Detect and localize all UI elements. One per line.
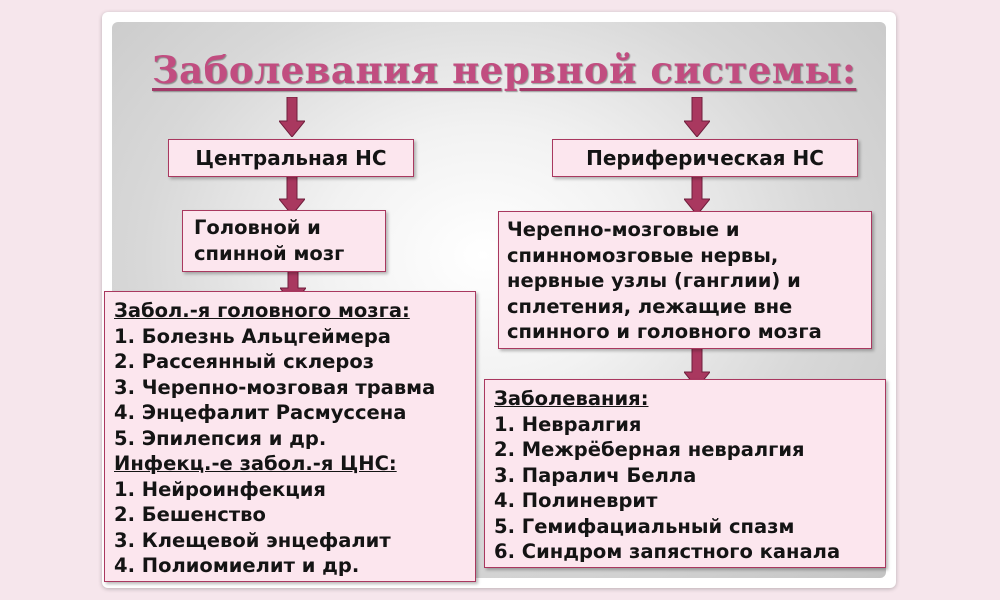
central-diseases-box: Забол.-я головного мозга: 1. Болезнь Аль… — [104, 291, 476, 582]
brain-disease-item: 5. Эпилепсия и др. — [114, 426, 327, 450]
peripheral-disease-item: 5. Гемифациальный спазм — [494, 514, 795, 538]
peripheral-disease-item: 6. Синдром запястного канала — [494, 540, 841, 563]
infectious-disease-item: 3. Клещевой энцефалит — [114, 528, 391, 552]
arrow-peripheral-to-structures — [684, 175, 710, 215]
infectious-disease-item: 4. Полиомиелит и др. — [114, 554, 360, 577]
brain-disease-item: 4. Энцефалит Расмуссена — [114, 401, 407, 424]
peripheral-ns-box: Периферическая НС — [552, 139, 858, 177]
arrow-central-to-structures — [279, 175, 305, 215]
peripheral-diseases-box: Заболевания: 1. Невралгия 2. Межрёберная… — [484, 379, 886, 568]
peripheral-disease-item: 2. Межрёберная невралгия — [494, 438, 805, 461]
diagram-title: Заболевания нервной системы: — [152, 48, 857, 92]
central-structures-line: Головной и — [194, 216, 321, 239]
peripheral-ns-label: Периферическая НС — [586, 146, 824, 170]
brain-disease-item: 2. Рассеянный склероз — [114, 350, 375, 373]
peripheral-diseases-header: Заболевания: — [494, 387, 649, 410]
peripheral-structures-line: Черепно-мозговые и — [507, 218, 740, 241]
infectious-diseases-header: Инфекц.-е забол.-я ЦНС: — [114, 452, 397, 475]
peripheral-structures-line: нервные узлы (ганглии) и — [507, 269, 801, 292]
peripheral-structures-line: спинномозговые нервы, — [507, 243, 779, 267]
brain-disease-item: 3. Черепно-мозговая травма — [114, 375, 436, 399]
infectious-disease-item: 1. Нейроинфекция — [114, 477, 326, 501]
peripheral-disease-item: 4. Полиневрит — [494, 489, 658, 512]
central-ns-box: Центральная НС — [168, 139, 414, 177]
brain-disease-item: 1. Болезнь Альцгеймера — [114, 324, 391, 348]
brain-diseases-header: Забол.-я головного мозга: — [114, 299, 410, 322]
central-structures-box: Головной и спинной мозг — [182, 210, 386, 272]
peripheral-disease-item: 1. Невралгия — [494, 412, 642, 436]
peripheral-structures-line: спинного и головного мозга — [507, 320, 822, 343]
peripheral-disease-item: 3. Паралич Белла — [494, 463, 697, 487]
peripheral-structures-box: Черепно-мозговые и спинномозговые нервы,… — [498, 211, 872, 349]
peripheral-structures-line: сплетения, лежащие вне — [507, 294, 793, 318]
infectious-disease-item: 2. Бешенство — [114, 503, 266, 526]
central-ns-label: Центральная НС — [195, 146, 387, 170]
arrow-title-to-central — [279, 97, 305, 137]
arrow-title-to-peripheral — [684, 97, 710, 137]
central-structures-line: спинной мозг — [194, 241, 345, 265]
